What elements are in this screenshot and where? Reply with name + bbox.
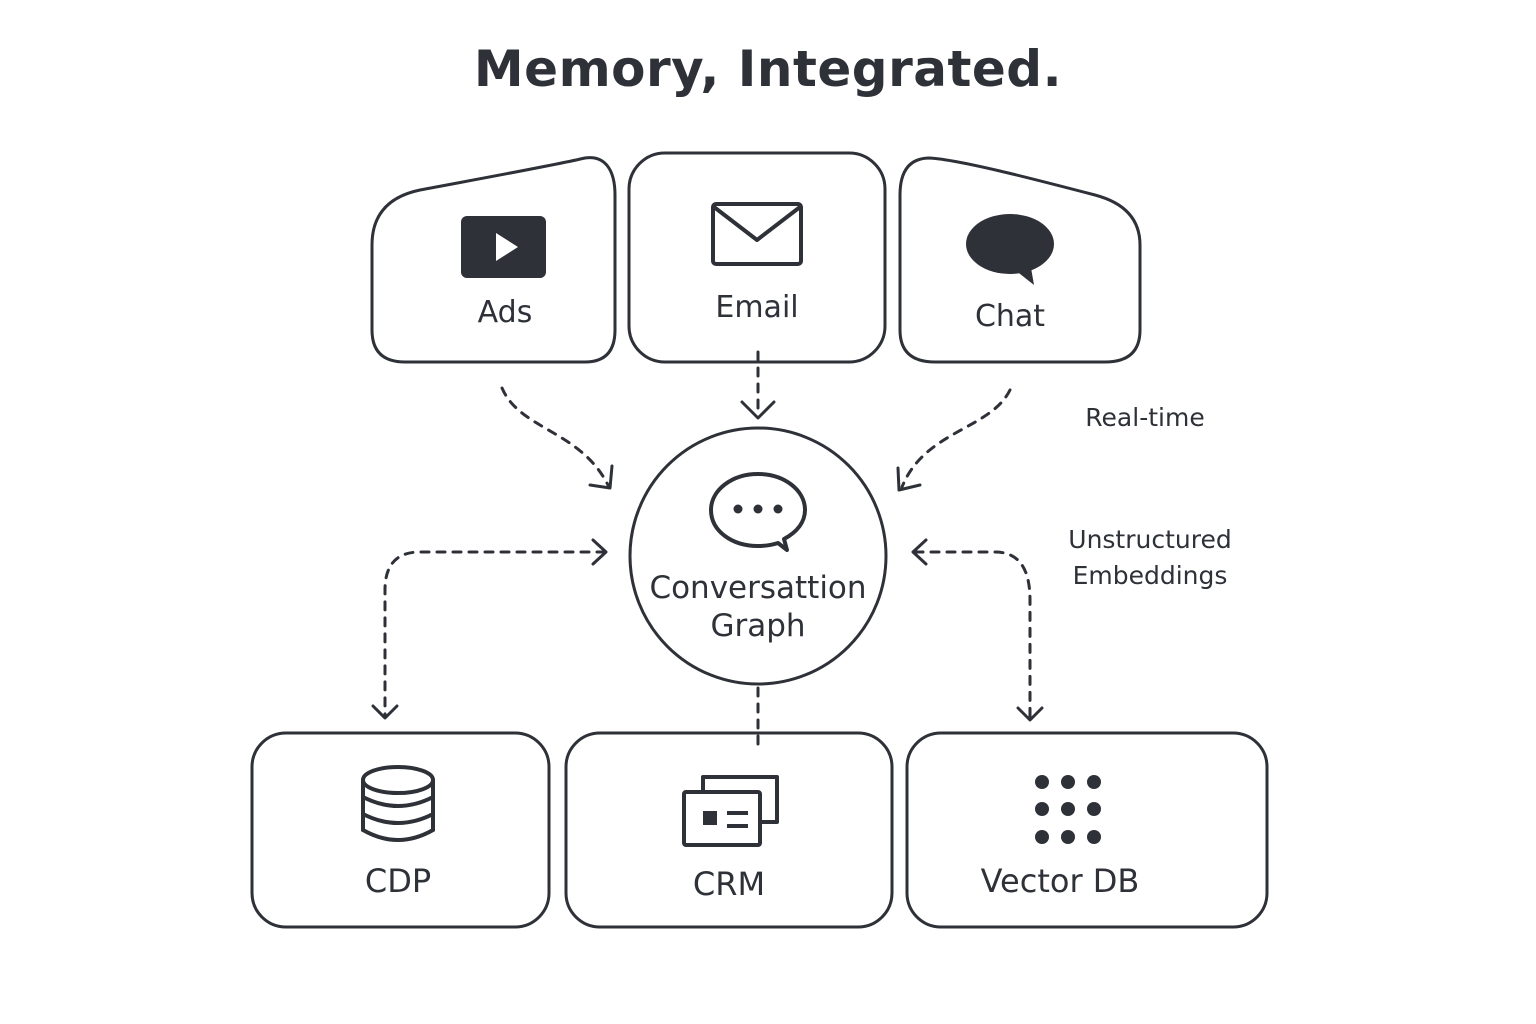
- ads-arrowhead: [588, 464, 614, 490]
- vector-db-label: Vector DB: [980, 862, 1140, 900]
- cdp-box: [250, 731, 551, 929]
- cdp-label: CDP: [364, 862, 432, 900]
- vector-arrowhead-left: [911, 538, 928, 566]
- ads-to-hub-connector: [500, 386, 610, 487]
- email-arrowhead: [740, 400, 776, 420]
- email-box: [627, 151, 887, 364]
- conversation-graph-label-line1: Conversattion: [649, 570, 867, 606]
- dot-grid-icon: [1035, 775, 1101, 844]
- speech-bubble-icon: [966, 214, 1054, 285]
- play-video-icon: [461, 216, 546, 278]
- ads-box: [370, 156, 617, 364]
- vector-db-box: [905, 731, 1269, 929]
- hub-to-cdp-connector: [383, 550, 607, 717]
- unstructured-annotation-line1: Unstructured: [1068, 525, 1232, 554]
- cdp-arrowhead-right: [591, 538, 608, 566]
- chat-box: [898, 156, 1142, 364]
- hub-to-vector-connector: [913, 550, 1032, 719]
- vector-arrowhead-down: [1016, 706, 1044, 722]
- page-title: Memory, Integrated.: [473, 40, 1063, 98]
- conversation-graph-circle: [628, 426, 888, 686]
- conversation-graph-label-line2: Graph: [710, 608, 806, 644]
- ads-label: Ads: [477, 295, 533, 330]
- chat-label: Chat: [974, 299, 1046, 334]
- chat-arrowhead: [896, 466, 922, 492]
- chat-to-hub-connector: [900, 388, 1012, 489]
- embeddings-annotation-line2: Embeddings: [1072, 561, 1228, 590]
- cdp-arrowhead-down: [371, 704, 399, 720]
- crm-box: [564, 731, 894, 929]
- realtime-annotation: Real-time: [1085, 403, 1205, 432]
- crm-label: CRM: [692, 865, 766, 903]
- database-icon: [361, 765, 435, 842]
- envelope-icon: [711, 202, 803, 266]
- email-label: Email: [715, 290, 799, 325]
- chat-dots-icon: [709, 472, 807, 552]
- id-cards-icon: [682, 775, 779, 847]
